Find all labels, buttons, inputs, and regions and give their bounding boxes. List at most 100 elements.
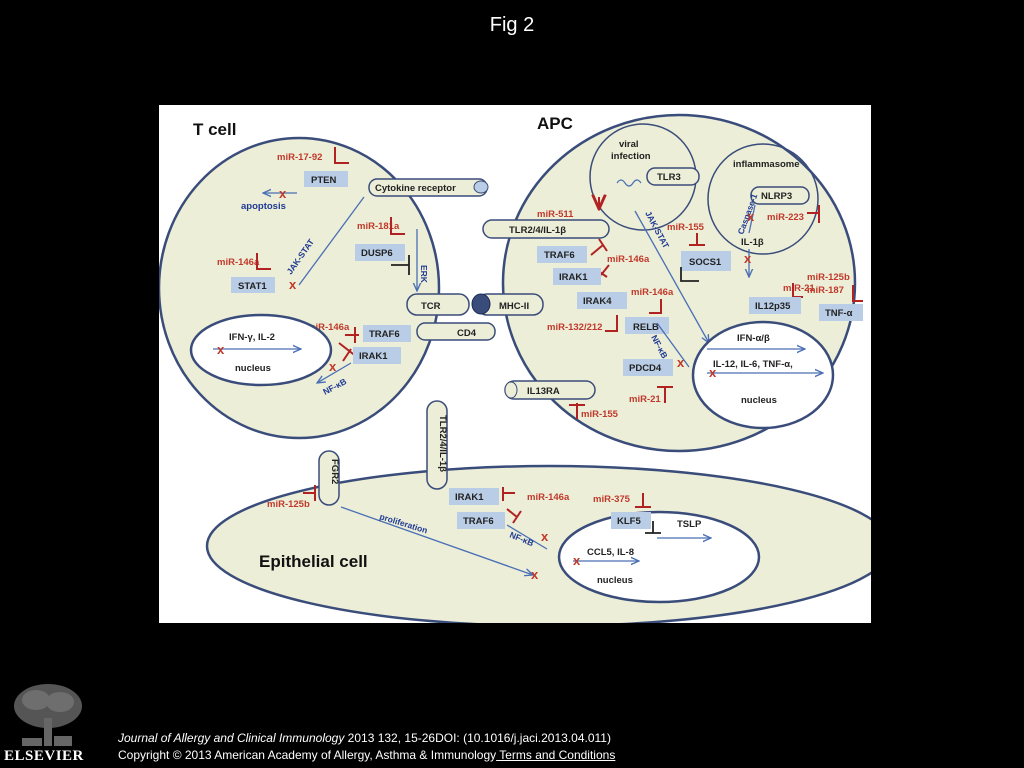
epi-nucleus-label: nucleus xyxy=(597,575,633,586)
mir-155-socs1-label: miR-155 xyxy=(667,222,705,233)
epi-nucleus-block-mark: x xyxy=(573,553,581,568)
tcell-irak1-box xyxy=(353,347,401,364)
mir-146a-relb-label: miR-146a xyxy=(631,287,674,298)
epi-tlr-receptor-shape xyxy=(426,400,448,490)
mir-125b-epi-inhibitor xyxy=(303,485,316,501)
mir-146a-traf6-apc-inhibitor xyxy=(590,238,608,256)
apc-nucleus-label: nucleus xyxy=(741,395,777,406)
tcell-irak1-label: IRAK1 xyxy=(359,351,388,362)
jak-stat-block-mark: x xyxy=(289,277,297,292)
mir-155-il13ra-label: miR-155 xyxy=(581,409,619,420)
terms-and-conditions-link[interactable]: Terms and Conditions xyxy=(496,748,616,762)
copyright-text: Copyright © 2013 American Academy of All… xyxy=(118,748,497,762)
mir-17-92-inhibitor xyxy=(334,147,349,164)
stat1-label: STAT1 xyxy=(238,281,267,292)
citation-line: Journal of Allergy and Clinical Immunolo… xyxy=(118,731,611,745)
il12p35-box xyxy=(749,297,801,314)
copyright-line: Copyright © 2013 American Academy of All… xyxy=(118,748,615,762)
dusp6-erk-inhibitor xyxy=(391,255,410,275)
tcell-nucleus-label: nucleus xyxy=(235,363,271,374)
elsevier-tree-logo xyxy=(8,680,88,750)
dusp6-label: DUSP6 xyxy=(361,248,393,259)
mir-146a-traf6-tcell-inhibitor xyxy=(345,327,359,343)
mir-146a-traf6-apc-label: miR-146a xyxy=(607,254,650,265)
tcell-nucleus xyxy=(189,313,333,387)
pdcd4-label: PDCD4 xyxy=(629,363,662,374)
mir-223-label: miR-223 xyxy=(767,212,804,223)
caspase1-block-mark: x xyxy=(747,209,755,224)
tlr3-shape xyxy=(646,167,700,186)
apc-nfkb-block-mark: x xyxy=(677,355,685,370)
slide-title: Fig 2 xyxy=(489,14,535,36)
tcell-nfkb-arrow xyxy=(317,362,352,383)
mir-511-label: miR-511 xyxy=(537,209,574,220)
apc-traf6-box xyxy=(537,246,587,263)
epi-irak1-label: IRAK1 xyxy=(455,492,484,503)
apc-nfkb-line xyxy=(656,322,690,368)
mir-17-92-label: miR-17-92 xyxy=(277,152,322,163)
apc-tlr-receptor-label: TLR2/4/IL-1β xyxy=(509,225,566,236)
tcell-nucleus-block-mark: x xyxy=(217,342,225,357)
mir-21-pdcd4-inhibitor xyxy=(657,386,673,403)
mir-146a-traf6-epi-inhibitor xyxy=(506,508,522,524)
nlrp3-label: NLRP3 xyxy=(761,191,792,202)
citation-journal: Journal of Allergy and Clinical Immunolo… xyxy=(118,731,345,745)
socs1-box xyxy=(681,251,731,271)
proliferation-arrow xyxy=(340,506,533,575)
mir-375-inhibitor xyxy=(635,493,651,508)
apc-tlr-receptor-shape xyxy=(482,219,610,239)
erk-label: ERK xyxy=(419,265,429,284)
cd4-label: CD4 xyxy=(457,328,477,339)
mir-146a-irak1-epi-inhibitor xyxy=(502,487,515,501)
socs1-label: SOCS1 xyxy=(689,257,722,268)
jak-stat-line xyxy=(298,196,365,286)
tnfa-label: TNF-α xyxy=(825,308,853,319)
tcr-mhc-junction xyxy=(471,293,491,315)
inflammasome-circle xyxy=(707,143,819,255)
tcell-title: T cell xyxy=(193,120,236,139)
apc-irak4-label: IRAK4 xyxy=(583,296,612,307)
mir-146a-relb-inhibitor xyxy=(649,299,662,314)
tcell-nucleus-genes: IFN-γ, IL-2 xyxy=(229,332,275,343)
epi-traf6-box xyxy=(457,512,505,529)
mir-146a-stat1-inhibitor xyxy=(256,253,271,270)
mir-132-212-inhibitor xyxy=(605,315,618,332)
dusp6-box xyxy=(355,244,405,261)
mir-132-212-label: miR-132/212 xyxy=(547,322,602,333)
viral-infection-line2: infection xyxy=(611,151,651,162)
viral-rna-squiggle xyxy=(616,179,642,187)
epi-tlr-receptor-label: TLR2/4/IL-1β xyxy=(437,415,448,472)
tcell-nfkb-block-mark: x xyxy=(329,359,337,374)
relb-box xyxy=(625,317,669,334)
il13ra-cap xyxy=(504,381,518,399)
apc-nucleus-genes: IL-12, IL-6, TNF-α, xyxy=(713,359,793,370)
ifn-label: IFN-α/β xyxy=(737,333,770,344)
tcr-label: TCR xyxy=(421,301,441,312)
fgr2-label: FGR2 xyxy=(329,459,340,484)
epi-irak1-box xyxy=(449,488,499,505)
pten-label: PTEN xyxy=(311,175,336,186)
apc-irak4-box xyxy=(577,292,627,309)
il12p35-label: IL12p35 xyxy=(755,301,791,312)
mir-155-socs1-inhibitor xyxy=(689,233,705,246)
apc-traf6-label: TRAF6 xyxy=(544,250,575,261)
nlrp3-shape xyxy=(750,186,810,205)
mhc2-label: MHC-II xyxy=(499,301,529,312)
tcr-shape xyxy=(406,293,470,316)
fgr2-shape xyxy=(318,450,340,506)
klf5-inhibitor xyxy=(645,521,661,534)
tnfa-box xyxy=(819,304,863,321)
viral-infection-line: viral xyxy=(619,139,639,150)
mir-223-inhibitor xyxy=(807,205,820,223)
mir-21-pdcd4-label: miR-21 xyxy=(629,394,661,405)
mir-125b-epi-label: miR-125b xyxy=(267,499,310,510)
klf5-box xyxy=(611,512,651,529)
apc-nucleus-block-mark: x xyxy=(709,365,717,380)
proliferation-block-mark: x xyxy=(531,567,539,582)
mir-181a-label: miR-181a xyxy=(357,221,400,232)
tslp-label: TSLP xyxy=(677,519,702,530)
apc-jak-stat-arrow xyxy=(634,210,709,343)
caspase1-line xyxy=(748,204,756,234)
cytokine-receptor-label: Cytokine receptor xyxy=(375,183,456,194)
